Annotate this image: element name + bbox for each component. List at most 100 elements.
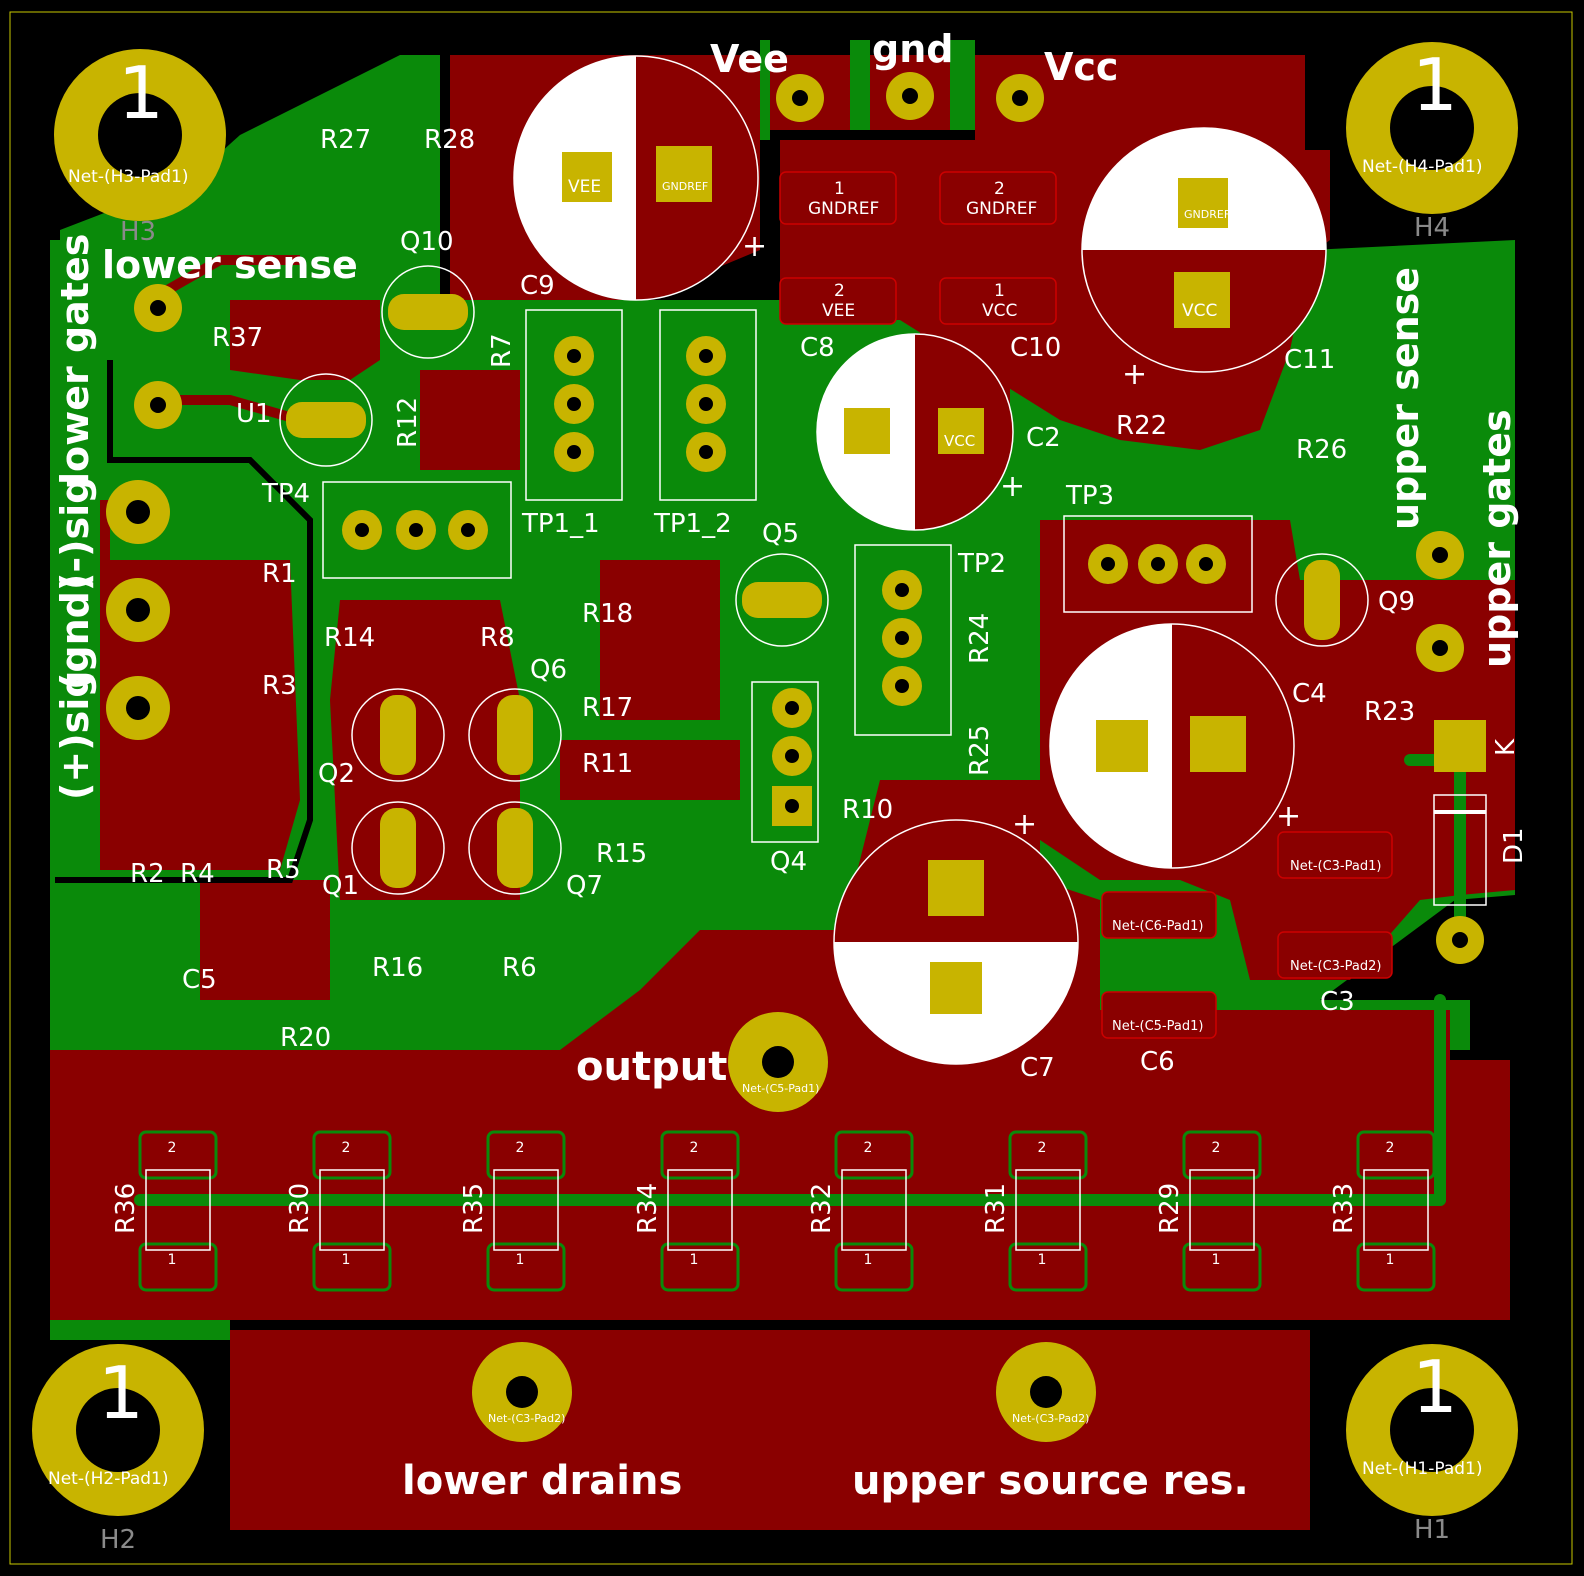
ref-tp1-2: TP1_2: [653, 509, 732, 539]
ref-tp2: TP2: [957, 549, 1006, 579]
cap-c4-plus: +: [1276, 799, 1301, 834]
cap-pads: [562, 146, 1486, 1014]
pin-label: 1: [168, 1252, 177, 1268]
c6-pad1-label: Net-(C6-Pad1): [1112, 919, 1203, 934]
ref-r36: R36: [111, 1183, 141, 1234]
cap-c11-plus: +: [1122, 357, 1147, 392]
ref-r1: R1: [262, 559, 297, 589]
pin-label: 1: [690, 1252, 699, 1268]
pin-label: 1: [864, 1252, 873, 1268]
board-edge: [9, 11, 1573, 1565]
c6-pad2-label: Net-(C5-Pad1): [1112, 1019, 1203, 1034]
pin-label: 2: [690, 1140, 699, 1156]
silkscreen-labels: Vee gnd Vcc lower sense lower gates (-)s…: [53, 27, 1519, 1504]
label-input-neg: (-)sig: [53, 477, 97, 590]
ref-r27: R27: [320, 125, 371, 155]
pin-label: 2: [1386, 1140, 1395, 1156]
c10-vcc: VCC: [982, 301, 1017, 321]
ref-r20: R20: [280, 1023, 331, 1053]
label-upper-sense: upper sense: [1383, 267, 1427, 530]
ref-tp3: TP3: [1065, 481, 1114, 511]
ref-q2: Q2: [318, 759, 355, 789]
c9-pad-gnd: GNDREF: [662, 180, 708, 193]
c8-pin1: 1: [834, 179, 845, 199]
pin-label: 1: [1386, 1252, 1395, 1268]
cap-c9-plus: +: [742, 229, 767, 264]
c10-pin2: 2: [994, 179, 1005, 199]
label-output: output: [576, 1044, 727, 1090]
h1-ref: H1: [1414, 1515, 1450, 1545]
ref-r12: R12: [393, 397, 423, 448]
output-net: Net-(C5-Pad1): [742, 1082, 819, 1095]
drain-net: Net-(C3-Pad2): [488, 1412, 565, 1425]
label-upper-gates: upper gates: [1475, 409, 1519, 668]
label-vcc: Vcc: [1044, 45, 1118, 89]
h4-ref: H4: [1414, 213, 1450, 243]
ref-c4: C4: [1292, 679, 1327, 709]
ref-r5: R5: [266, 855, 301, 885]
mount-hole-h3: [54, 49, 226, 221]
ref-r30: R30: [285, 1183, 315, 1234]
ref-r23: R23: [1364, 697, 1415, 727]
ref-r18: R18: [582, 599, 633, 629]
h2-net: Net-(H2-Pad1): [48, 1469, 169, 1489]
ref-r10: R10: [842, 795, 893, 825]
mount-hole-h2: [32, 1344, 204, 1516]
cap-c9: [513, 55, 759, 301]
ref-r3: R3: [262, 671, 297, 701]
h2-ref: H2: [100, 1525, 136, 1555]
ref-c9: C9: [520, 271, 555, 301]
film-caps: [779, 171, 1393, 1039]
ref-r37: R37: [212, 323, 263, 353]
h4-net: Net-(H4-Pad1): [1362, 157, 1483, 177]
mount-hole-h4: [1346, 42, 1518, 214]
h1-number: 1: [1412, 1345, 1458, 1429]
ref-c2: C2: [1026, 423, 1061, 453]
mount-hole-h1: [1346, 1344, 1518, 1516]
ref-r6: R6: [502, 953, 537, 983]
ref-c3: C3: [1320, 987, 1355, 1017]
ref-r33: R33: [1329, 1183, 1359, 1234]
h4-number: 1: [1412, 43, 1458, 127]
pin-label: 1: [1212, 1252, 1221, 1268]
label-lower-gates: lower gates: [53, 234, 97, 485]
ref-r17: R17: [582, 693, 633, 723]
ref-c6: C6: [1140, 1047, 1175, 1077]
cap-c7: [833, 819, 1079, 1065]
ref-q10: Q10: [400, 227, 454, 257]
testpoint-outlines: [322, 309, 1253, 843]
ref-r29: R29: [1155, 1183, 1185, 1234]
ref-q4: Q4: [770, 847, 807, 877]
pin-label: 2: [1212, 1140, 1221, 1156]
mount-hole-labels: 1 Net-(H3-Pad1) H3 1 Net-(H4-Pad1) H4 1 …: [48, 43, 1483, 1555]
round-pads: [106, 72, 1484, 1442]
cap-c7-plus: +: [1012, 807, 1037, 842]
label-vee: Vee: [710, 37, 789, 81]
ref-u1: U1: [236, 399, 272, 429]
ref-r25: R25: [965, 725, 995, 776]
ref-c7: C7: [1020, 1053, 1055, 1083]
ref-r2: R2: [130, 859, 165, 889]
c10-pin1: 1: [994, 281, 1005, 301]
c3-pad1-label: Net-(C3-Pad1): [1290, 859, 1381, 874]
ref-r32: R32: [807, 1183, 837, 1234]
ref-r8: R8: [480, 623, 515, 653]
ref-q5: Q5: [762, 519, 799, 549]
testpoint-pads: [342, 336, 1226, 826]
ref-r24: R24: [965, 613, 995, 664]
ref-c11: C11: [1284, 345, 1335, 375]
label-lower-drains: lower drains: [402, 1458, 682, 1504]
pin-label: 2: [342, 1140, 351, 1156]
ref-r7: R7: [487, 333, 517, 368]
ref-r35: R35: [459, 1183, 489, 1234]
transistor-pads: [286, 294, 1340, 888]
c8-gnd: GNDREF: [808, 199, 879, 219]
c8-pin2: 2: [834, 281, 845, 301]
label-upper-source-res: upper source res.: [852, 1458, 1249, 1504]
pin-label: 2: [1038, 1140, 1047, 1156]
pin-label: 1: [1038, 1252, 1047, 1268]
